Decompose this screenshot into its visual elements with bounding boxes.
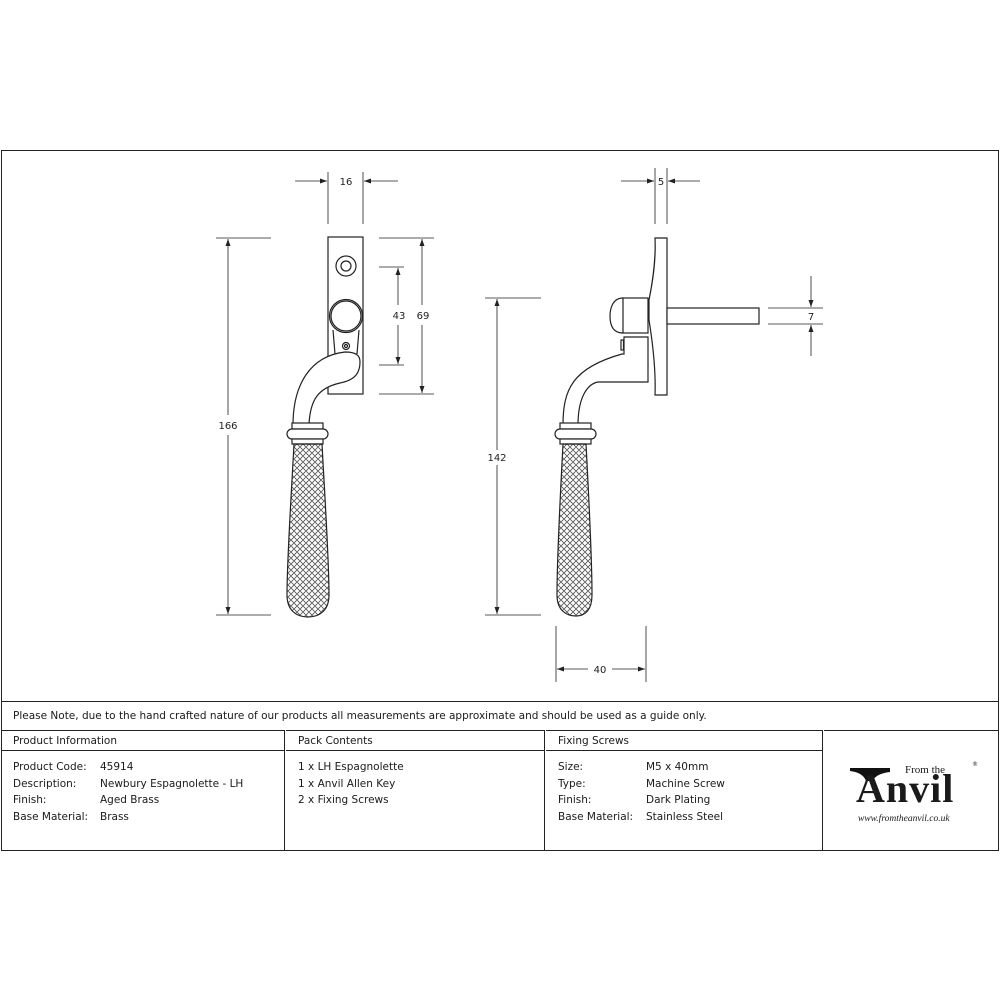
logo-wordmark: Anvil — [856, 766, 955, 811]
product-information-title: Product Information — [1, 731, 284, 751]
screw-row: Size:M5 x 40mm — [558, 761, 709, 773]
logo-url: www.fromtheanvil.co.uk — [858, 814, 950, 824]
front-view — [286, 236, 364, 618]
dim-height-142: 142 — [487, 453, 506, 464]
fixing-screws-panel: Fixing Screws Size:M5 x 40mm Type:Machin… — [546, 730, 823, 851]
anvil-icon — [850, 768, 890, 781]
screw-row: Base Material:Stainless Steel — [558, 810, 724, 823]
product-information-panel: Product Information Product Code:45914 D… — [1, 730, 285, 851]
dim-thickness-5: 5 — [658, 177, 664, 188]
pack-item: 1 x LH Espagnolette — [298, 761, 404, 773]
logo-panel: From the Anvil ® www.fromtheanvil.co.uk — [824, 730, 999, 851]
pack-contents-panel: Pack Contents 1 x LH Espagnolette 1 x An… — [286, 730, 545, 851]
dim-43: 43 — [393, 311, 406, 322]
screw-row: Finish:Dark Plating — [558, 794, 711, 806]
info-row: Product Code:45914 — [13, 761, 134, 773]
fixing-screws-title: Fixing Screws — [546, 731, 822, 751]
pack-item: 2 x Fixing Screws — [298, 794, 389, 806]
front-dimensions — [216, 172, 434, 616]
info-row: Description:Newbury Espagnolette - LH — [13, 777, 244, 790]
screw-row: Type:Machine Screw — [558, 777, 725, 790]
info-row: Finish:Aged Brass — [13, 794, 160, 806]
dim-width-16: 16 — [340, 177, 353, 188]
dim-69: 69 — [417, 311, 430, 322]
registered-mark: ® — [972, 761, 978, 768]
drawing-sheet-frame — [1, 150, 999, 851]
side-view — [554, 237, 760, 617]
pack-contents-title: Pack Contents — [286, 731, 544, 751]
dim-projection-40: 40 — [594, 665, 607, 676]
from-the-anvil-logo: From the Anvil ® www.fromtheanvil.co.uk — [850, 761, 980, 824]
side-dimensions — [485, 168, 823, 682]
info-row: Base Material:Brass — [13, 810, 129, 823]
dim-height-166: 166 — [218, 421, 237, 432]
logo-from-the: From the — [905, 764, 946, 776]
dim-spindle-7: 7 — [808, 312, 814, 323]
pack-item: 1 x Anvil Allen Key — [298, 777, 396, 790]
measurement-note: Please Note, due to the hand crafted nat… — [1, 701, 998, 730]
